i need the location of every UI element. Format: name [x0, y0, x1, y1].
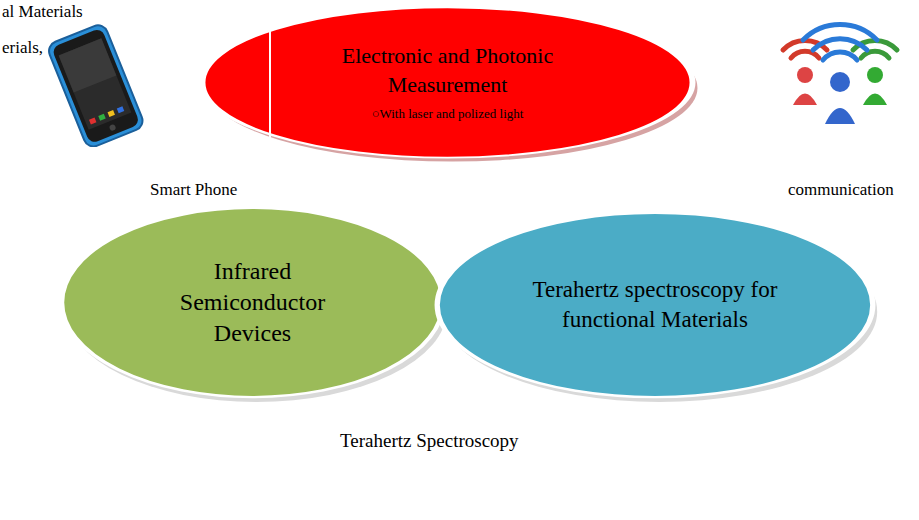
ellipse-node: Terahertz spectroscopy for functional Ma…: [435, 210, 875, 400]
node-content: Terahertz spectroscopy for functional Ma…: [435, 210, 875, 400]
node-note: ○With laser and polized light: [318, 106, 578, 123]
ellipse-fill: [202, 7, 692, 157]
ellipse-fill: [437, 213, 873, 397]
divider-line: [269, 14, 271, 154]
node-content: Infrared Semiconductor Devices: [60, 205, 445, 400]
ellipse-node: Infrared Semiconductor Devices: [60, 205, 445, 400]
node-title: Infrared Semiconductor Devices: [168, 256, 338, 350]
node-title: Electronic and Photonic Measurement: [318, 42, 578, 99]
caption-label: Terahertz Spectroscopy: [340, 430, 519, 453]
node-title: Terahertz spectroscopy for functional Ma…: [520, 275, 790, 335]
ellipse-node: Electronic and Photonic Measurement ○With…: [200, 5, 695, 160]
communication-icon: [775, 20, 905, 130]
caption-label: al Materials: [2, 2, 83, 22]
smartphone-icon: [40, 22, 150, 147]
ellipse-fill: [62, 208, 443, 397]
caption-label: erials,: [2, 38, 43, 58]
node-content: Electronic and Photonic Measurement ○With…: [200, 5, 695, 160]
caption-label: communication: [788, 180, 894, 200]
ellipse-shape: [435, 210, 875, 400]
caption-label: Smart Phone: [150, 180, 237, 200]
